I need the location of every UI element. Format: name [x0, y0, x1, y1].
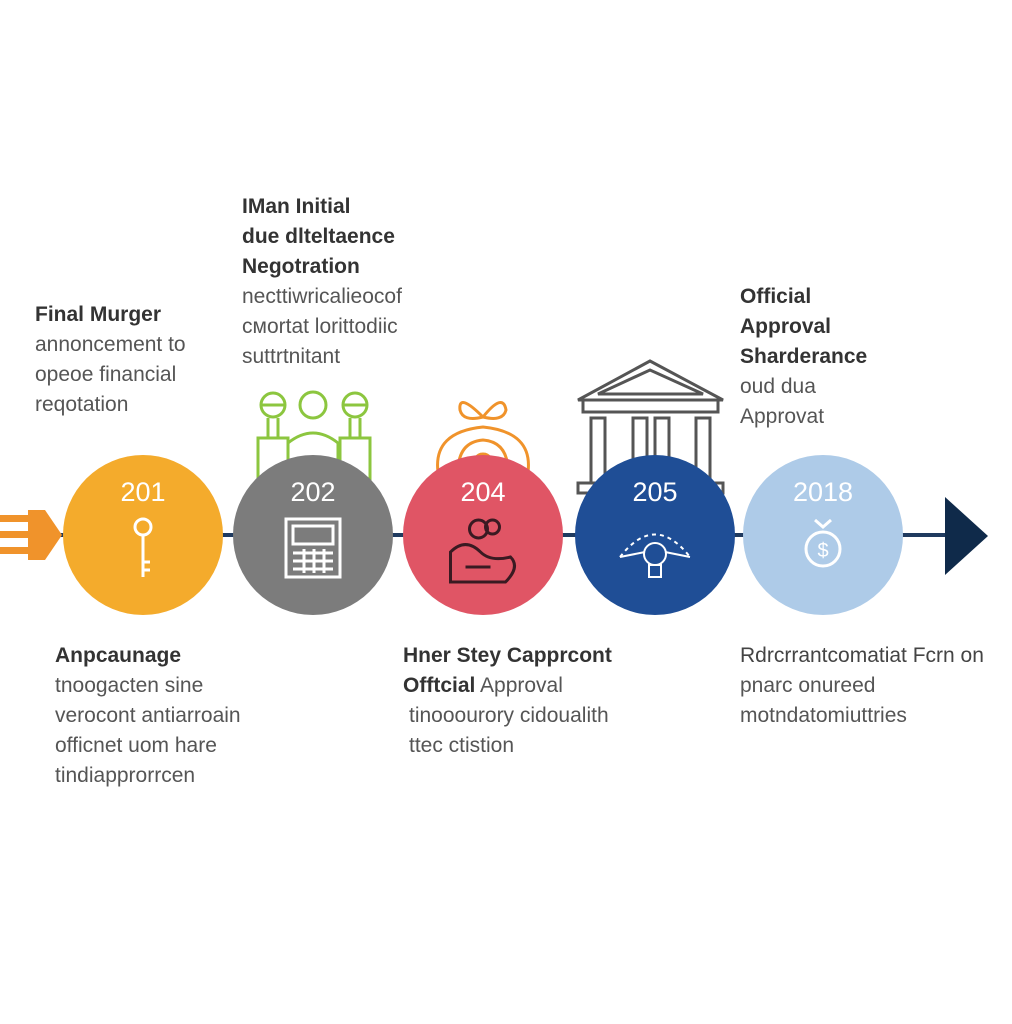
svg-text:$: $: [817, 540, 828, 562]
label-line: officnet uom hare: [55, 734, 217, 757]
label-title: IMan Initial: [242, 195, 351, 218]
label-title: Official: [740, 285, 812, 308]
label-title: due dlteltaence: [242, 225, 395, 248]
label-line: Approvat: [740, 405, 825, 428]
label-line: tnoogacten sine: [55, 674, 204, 697]
label-final-merger: Final Murger annoncement to opeoe financ…: [35, 300, 186, 420]
milestone-year: 204: [460, 477, 506, 507]
label-line: necttiwricalieocof: [242, 285, 402, 308]
plug-icon: [0, 510, 62, 560]
milestone-3: 204: [403, 455, 563, 615]
arrow-head-icon: [945, 497, 988, 575]
label-line: reqotation: [35, 393, 129, 416]
milestone-5: 2018 $: [743, 455, 903, 615]
label-line: ttec ctistion: [409, 734, 515, 757]
label-initial-due-diligence: IMan Initial due dlteltaence Negotration…: [242, 192, 402, 372]
label-line: opeoe financial: [35, 363, 177, 386]
label-line: pnarc onureed: [740, 674, 876, 697]
label-title: Final Murger: [35, 303, 162, 326]
milestone-1: 201: [63, 455, 223, 615]
label-line: cмortat lorittodiic: [242, 315, 398, 338]
lightbulb-icon: [619, 533, 691, 578]
label-line: Approval: [475, 674, 563, 697]
milestone-year: 202: [290, 477, 336, 507]
label-title: Anpcaunage: [55, 644, 182, 667]
label-line: annoncement to: [35, 333, 186, 356]
milestone-year: 205: [632, 477, 678, 507]
label-completion: Rdrcrrantcomatiat Fcrn on pnarc onureed …: [740, 641, 984, 731]
label-title: Hner Stey Capprcont: [403, 644, 612, 667]
label-official-approval: Official Approval Sharderance oud dua Ap…: [740, 282, 867, 432]
label-title: Negotration: [242, 255, 360, 278]
label-line: motndatomiuttries: [740, 704, 907, 727]
label-line: oud dua: [740, 375, 816, 398]
label-announcement: Anpcaunage tnoogacten sine verocont anti…: [55, 641, 241, 791]
label-title: Approval: [740, 315, 832, 338]
milestone-4: 205: [575, 455, 735, 615]
label-title: Sharderance: [740, 345, 868, 368]
milestone-year: 2018: [792, 477, 854, 507]
milestone-2: 202: [233, 455, 393, 615]
label-line: tindiapprorrcen: [55, 764, 196, 787]
key-icon: [133, 517, 153, 577]
label-final-step: Hner Stey Capprcont Offtcial Approval ti…: [403, 641, 612, 761]
team-people-icon: [256, 390, 372, 483]
label-line: verocont antiarroain: [55, 704, 241, 727]
label-title: Rdrcrrantcomatiat Fcrn on: [740, 644, 984, 667]
money-bag-icon: $: [804, 518, 842, 568]
label-title: Offtcial: [403, 674, 476, 697]
calculator-icon: [284, 517, 342, 579]
milestone-year: 201: [120, 477, 166, 507]
label-line: suttrtnitant: [242, 345, 341, 368]
handshake-icon: [449, 518, 516, 584]
label-line: tinooourory cidoualith: [409, 704, 609, 727]
